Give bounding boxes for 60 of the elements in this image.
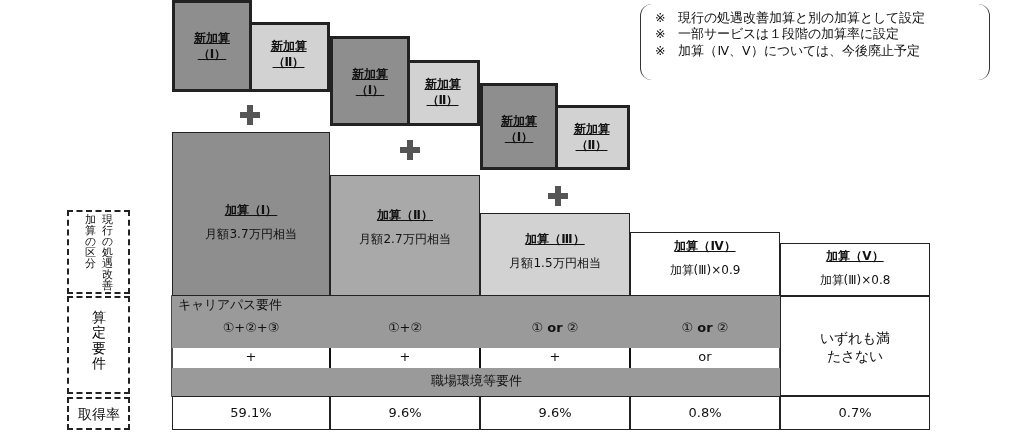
addition-label: 加算（Ⅴ） [826,249,884,265]
row-header-box [67,296,130,394]
new-addition-box [249,22,330,92]
amount-text: 月額3.7万円相当 [205,226,297,243]
addition-level-bar [480,213,630,296]
addition-label: 加算（Ⅱ） [377,208,433,224]
requirement-band [172,296,780,348]
rate-value: 9.6% [388,405,422,422]
requirement-band [172,368,780,396]
addition-label: 新加算（Ⅱ） [572,122,611,154]
rate-value: 9.6% [538,405,572,422]
rate-cell [172,396,330,430]
rate-value: 59.1% [230,405,272,422]
amount-text: 月額2.7万円相当 [359,231,451,248]
rate-cell [780,396,930,430]
requirement-text: ①+②+③ [221,320,281,335]
row-header: 取得率 [77,405,120,424]
note-text: ※ 現行の処遇改善加算と別の加算として設定 [655,10,926,27]
new-addition-box [407,60,480,126]
row-header-box [67,210,130,294]
addition-label: 新加算（Ⅱ） [269,39,308,71]
requirement-text: ①+② [386,320,424,335]
requirement-text: + [244,349,258,364]
rate-cell [480,396,630,430]
requirement-text: + [398,349,412,364]
addition-label: 新加算（Ⅰ） [351,67,389,99]
requirement-text: + [548,349,562,364]
addition-label: 新加算（Ⅱ） [423,77,462,109]
requirement-text: or [697,349,713,364]
rate-cell [330,396,480,430]
amount-text: 加算(Ⅲ)×0.8 [819,272,891,289]
row-header: 現行の処遇改善加算の区分 [84,214,113,292]
rate-value: 0.8% [688,405,722,422]
addition-level-bar [330,175,480,296]
requirement-cell [780,296,930,396]
addition-level-bar [172,132,330,296]
rate-cell [630,396,780,430]
requirement-text: ① or ② [530,320,580,335]
note-text: ※ 一部サービスは１段階の加算率に設定 [655,26,900,43]
note-text: ※ 加算（Ⅳ、Ⅴ）については、今後廃止予定 [655,42,920,59]
row-header: 算定要件 [91,310,106,372]
addition-label: 加算（Ⅰ） [224,203,278,219]
new-addition-box [330,36,410,126]
new-addition-box [555,105,630,170]
new-addition-box [480,83,558,170]
row-header-box [67,397,130,430]
addition-label: 新加算（Ⅰ） [500,114,538,146]
addition-level-bar [630,232,780,296]
new-addition-box [172,0,252,92]
requirement-text: ① or ② [680,320,730,335]
requirement-label: 職場環境等要件 [430,373,522,390]
amount-text: 月額1.5万円相当 [509,255,601,272]
requirement-text: いずれも満たさない [819,329,891,366]
requirement-label: キャリアパス要件 [178,297,282,314]
addition-label: 加算（Ⅳ） [674,239,736,255]
addition-label: 新加算（Ⅰ） [193,31,231,63]
addition-level-bar [780,243,930,296]
amount-text: 加算(Ⅲ)×0.9 [669,262,741,279]
rate-value: 0.7% [838,405,872,422]
addition-label: 加算（Ⅲ） [525,232,585,248]
